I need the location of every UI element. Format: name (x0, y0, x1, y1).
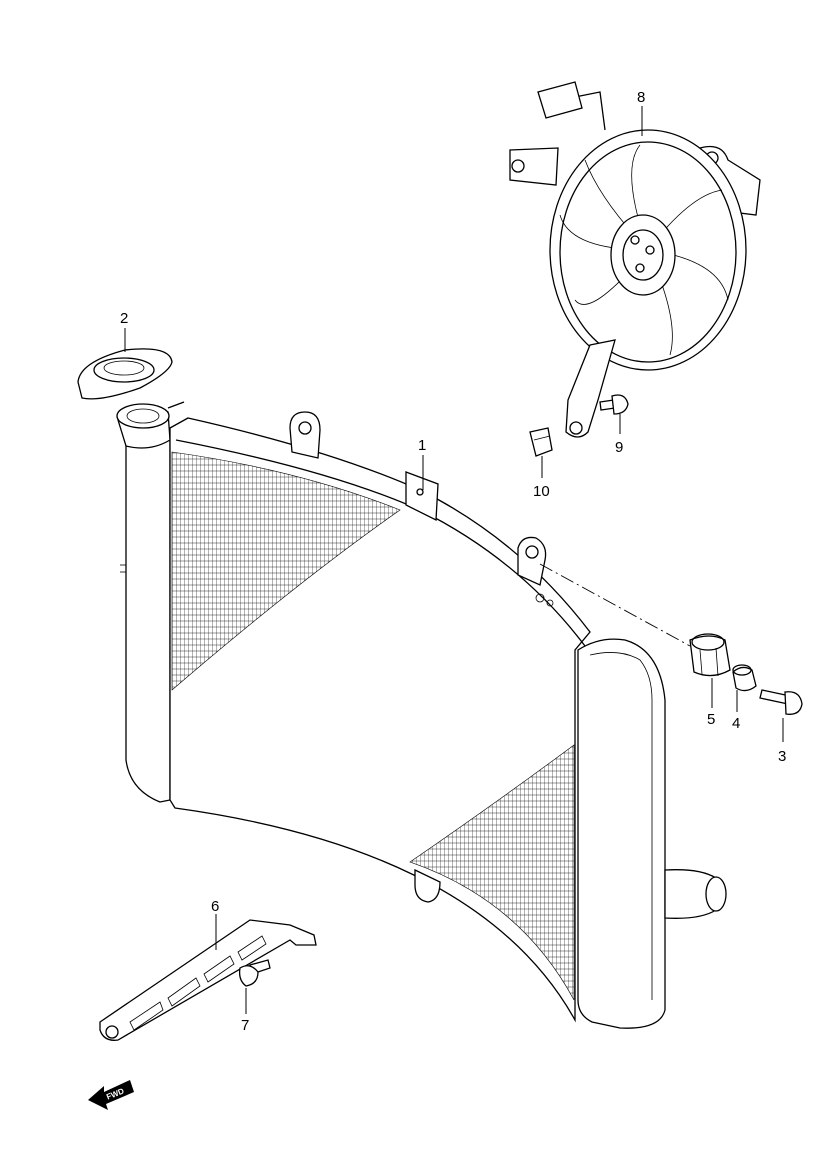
callout-5: 5 (707, 711, 715, 728)
collar-part-4 (732, 664, 757, 692)
cooling-fan-assembly (509, 81, 761, 438)
callout-10: 10 (533, 483, 550, 500)
bolt-part-3 (759, 689, 803, 715)
callout-1: 1 (418, 437, 426, 454)
callout-6: 6 (211, 898, 219, 915)
callout-9: 9 (615, 439, 623, 456)
grommet-part-5 (689, 633, 731, 677)
bolt-part-7 (238, 959, 271, 987)
radiator-cap (77, 348, 173, 400)
callout-4: 4 (732, 715, 740, 732)
clip-nut-part-10 (529, 427, 553, 457)
bracket-part-6 (99, 919, 317, 1041)
fwd-arrow-icon: FWD (88, 1080, 134, 1110)
callout-8: 8 (637, 89, 645, 106)
alignment-line (539, 563, 691, 647)
callout-3: 3 (778, 748, 786, 765)
bolt-part-9 (599, 394, 629, 415)
callout-2: 2 (120, 310, 128, 327)
callout-7: 7 (241, 1017, 249, 1034)
radiator-core (116, 401, 727, 1029)
